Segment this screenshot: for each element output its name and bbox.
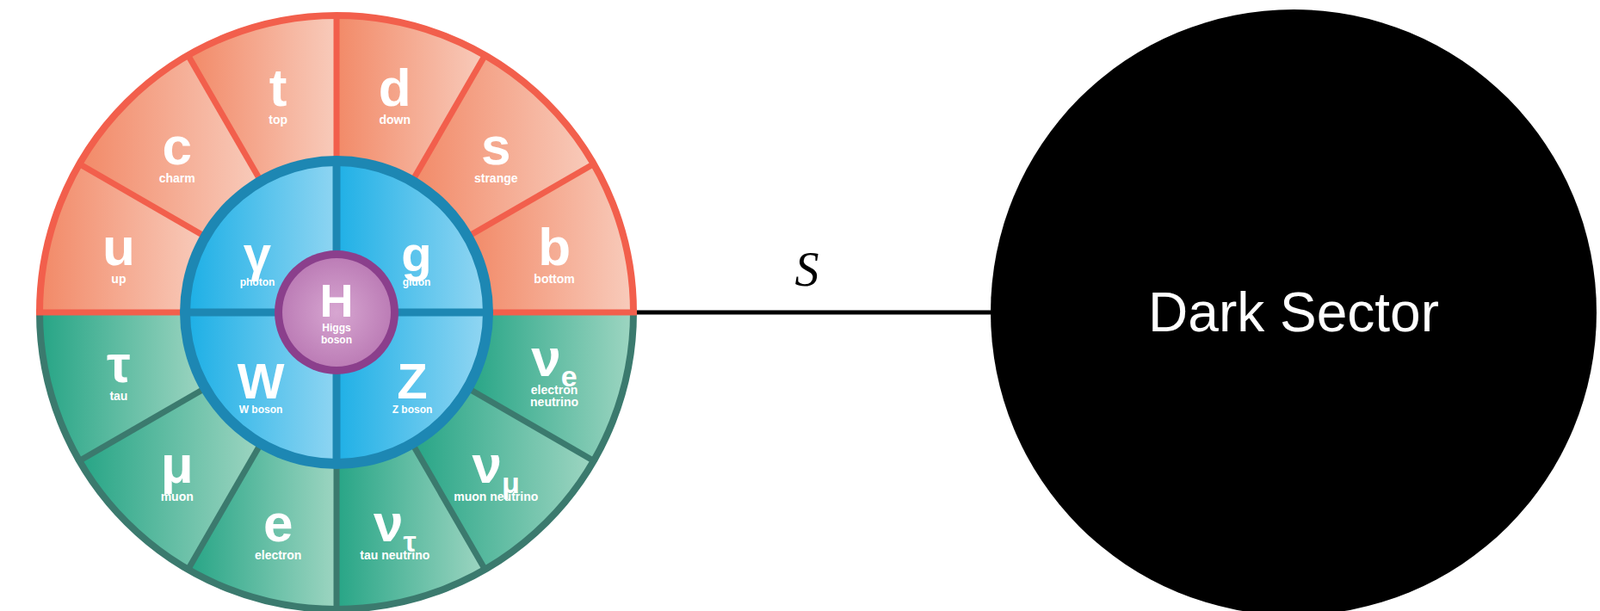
higgs-circle: HHiggs boson bbox=[306, 278, 367, 346]
particle-name: charm bbox=[159, 172, 196, 186]
quark-divider bbox=[79, 164, 204, 237]
symbol-row: H bbox=[306, 278, 367, 323]
quark-wedge: bbottom bbox=[533, 222, 575, 286]
symbol-row: Z bbox=[392, 357, 433, 405]
particle-name: Higgs boson bbox=[306, 322, 367, 346]
boson-ring bbox=[179, 155, 494, 470]
quark-divider bbox=[413, 55, 486, 180]
neutrino-wedge: νeelectron neutrino bbox=[511, 333, 598, 409]
standard-model-circle: uup ccharm ttop ddown sstrange bbottom γphoton… bbox=[36, 12, 637, 611]
particle-symbol: Z bbox=[392, 357, 433, 405]
higgs-core bbox=[282, 258, 391, 367]
symbol-row: μ bbox=[160, 439, 194, 491]
particle-name: strange bbox=[474, 172, 519, 186]
particle-name: electron bbox=[254, 549, 302, 563]
particle-name: top bbox=[268, 113, 288, 127]
boson-divider bbox=[333, 372, 341, 461]
boson-divider bbox=[188, 308, 277, 317]
particle-name: Z boson bbox=[392, 404, 433, 416]
symbol-row: u bbox=[102, 222, 136, 273]
particle-symbol: γ bbox=[240, 229, 276, 278]
lepton-divider bbox=[333, 465, 340, 610]
symbol-row: b bbox=[533, 222, 575, 273]
half-divider bbox=[489, 309, 637, 316]
particle-symbol: b bbox=[533, 222, 575, 273]
symbol-row: νe bbox=[511, 333, 598, 384]
edge-label: S bbox=[795, 245, 820, 294]
quark-wedge: uup bbox=[102, 222, 136, 286]
symbol-row: s bbox=[474, 121, 519, 173]
quark-wedge: sstrange bbox=[474, 121, 519, 186]
symbol-row: c bbox=[159, 121, 196, 173]
lepton-wedge: τtau bbox=[106, 339, 131, 403]
particle-name: muon bbox=[160, 490, 194, 504]
particle-name: up bbox=[102, 272, 136, 286]
quark-divider bbox=[333, 15, 340, 160]
boson-divider bbox=[333, 164, 341, 253]
particle-name: photon bbox=[240, 277, 276, 289]
higgs-ring bbox=[274, 250, 399, 375]
particle-symbol: g bbox=[401, 229, 432, 278]
particle-name: gluon bbox=[401, 277, 432, 289]
particle-symbol: t bbox=[268, 62, 288, 114]
particle-symbol: H bbox=[306, 278, 367, 323]
boson-quadrant: WW boson bbox=[237, 357, 285, 416]
symbol-row: τ bbox=[106, 339, 131, 390]
dark-sector-circle: Dark Sector bbox=[990, 9, 1597, 611]
quark-divider bbox=[188, 55, 261, 180]
particle-symbol: c bbox=[159, 121, 196, 173]
particle-name: tau bbox=[106, 389, 131, 403]
symbol-row: d bbox=[378, 62, 412, 114]
connector-line bbox=[636, 310, 991, 316]
lepton-wedge: eelectron bbox=[254, 498, 302, 563]
particle-symbol: d bbox=[378, 62, 412, 114]
boson-divider bbox=[396, 308, 485, 317]
boson-quadrant: γphoton bbox=[240, 229, 276, 289]
neutrino-wedge: ντtau neutrino bbox=[359, 498, 430, 563]
symbol-row: γ bbox=[240, 229, 276, 278]
particle-name: W boson bbox=[237, 404, 285, 416]
symbol-row: g bbox=[401, 229, 432, 278]
boson-quadrant: ZZ boson bbox=[392, 357, 433, 416]
half-divider bbox=[36, 309, 184, 316]
particle-name: bottom bbox=[533, 272, 575, 286]
particle-symbol: ν bbox=[373, 493, 403, 553]
particle-symbol: e bbox=[254, 498, 302, 550]
particle-symbol: μ bbox=[160, 439, 194, 491]
particle-symbol: τ bbox=[106, 339, 131, 390]
boson-quadrant: ggluon bbox=[401, 229, 432, 289]
dark-sector-fill bbox=[990, 9, 1597, 611]
neutrino-wedge: νμmuon neutrino bbox=[453, 439, 538, 504]
symbol-row: W bbox=[237, 357, 285, 405]
particle-symbol: s bbox=[474, 121, 519, 173]
particle-name: down bbox=[378, 113, 412, 127]
lepton-wedge: μmuon bbox=[160, 439, 194, 504]
symbol-row: t bbox=[268, 62, 288, 114]
symbol-row: e bbox=[254, 498, 302, 550]
lepton-divider bbox=[188, 444, 261, 570]
quark-wedge: ccharm bbox=[159, 121, 196, 186]
quark-wedge: ddown bbox=[378, 62, 412, 127]
quark-wedge: ttop bbox=[268, 62, 288, 127]
particle-symbol: ν bbox=[531, 327, 561, 388]
symbol-row: νμ bbox=[453, 439, 538, 491]
particle-symbol: ν bbox=[472, 434, 502, 495]
quark-divider bbox=[469, 164, 594, 237]
particle-symbol: W bbox=[237, 357, 285, 405]
dark-sector-label: Dark Sector bbox=[1148, 280, 1440, 345]
particle-name: tau neutrino bbox=[359, 549, 430, 563]
particle-name: electron neutrino bbox=[511, 383, 598, 409]
symbol-row: ντ bbox=[359, 498, 430, 550]
particle-symbol: u bbox=[102, 222, 136, 273]
particle-name: muon neutrino bbox=[453, 490, 538, 504]
